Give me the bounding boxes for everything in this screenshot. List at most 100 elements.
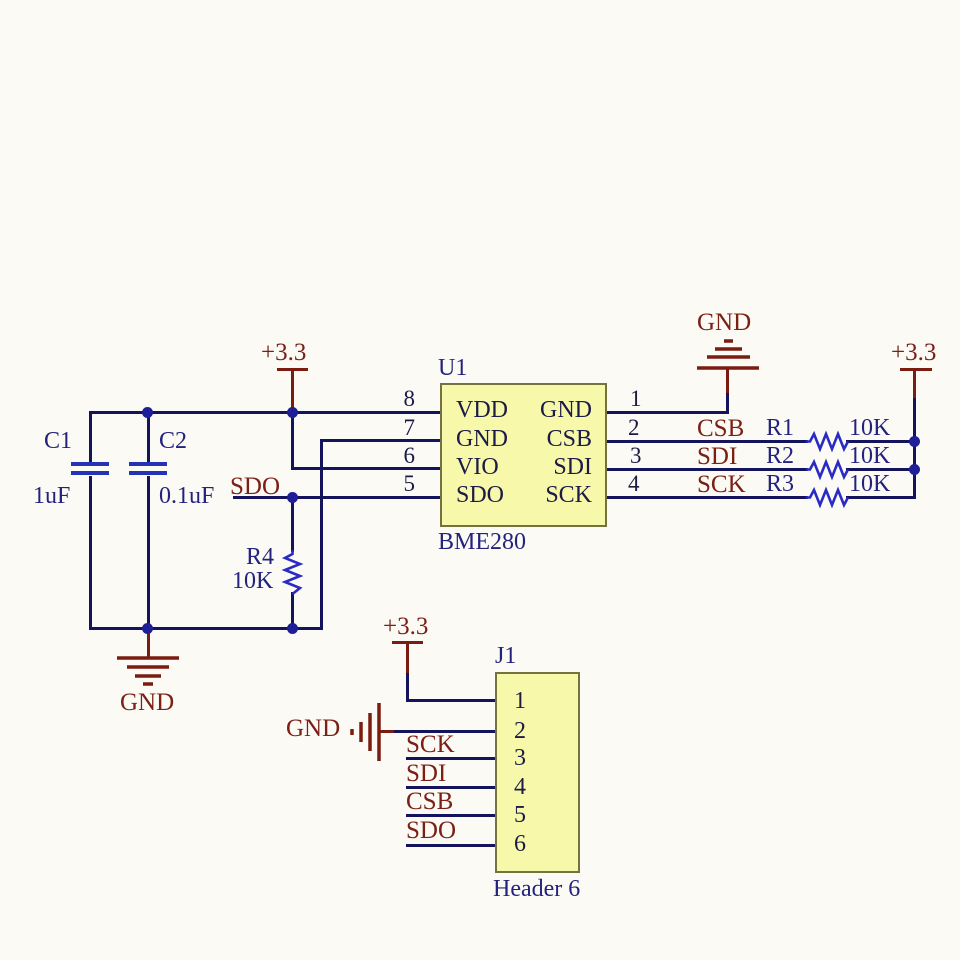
gnd-stem bbox=[147, 629, 150, 658]
j1-pin-number: 6 bbox=[514, 831, 526, 857]
gnd-symbol-icon bbox=[350, 703, 381, 761]
capacitor-icon bbox=[71, 471, 109, 475]
power-3v3-label: +3.3 bbox=[383, 613, 429, 640]
u1-pin-number: 4 bbox=[628, 471, 640, 496]
junction-dot bbox=[909, 436, 920, 447]
power-3v3-stem bbox=[406, 641, 409, 673]
u1-pin-number: 6 bbox=[403, 443, 416, 468]
r1-value: 10K bbox=[849, 415, 891, 441]
gnd-stem bbox=[379, 730, 394, 733]
r3-ref: R3 bbox=[766, 471, 795, 497]
j1-pin-number: 3 bbox=[514, 745, 526, 771]
gnd-label: GND bbox=[697, 309, 752, 336]
wire bbox=[406, 670, 409, 702]
resistor-icon bbox=[281, 550, 304, 596]
c2-value: 0.1uF bbox=[159, 483, 215, 509]
r4-value: 10K bbox=[232, 568, 274, 594]
wire bbox=[607, 411, 729, 414]
c1-ref: C1 bbox=[44, 428, 73, 454]
wire bbox=[406, 757, 496, 760]
wire bbox=[147, 476, 150, 630]
u1-pin-name: CSB bbox=[546, 426, 592, 452]
junction-dot bbox=[909, 464, 920, 475]
j1-ref: J1 bbox=[495, 643, 517, 669]
net-label-sdi: SDI bbox=[697, 443, 738, 470]
u1-pin-name: VDD bbox=[456, 397, 508, 423]
wire bbox=[320, 439, 442, 442]
r2-ref: R2 bbox=[766, 443, 795, 469]
u1-pin-number: 8 bbox=[403, 386, 416, 411]
power-3v3-stem bbox=[291, 368, 294, 414]
wire bbox=[291, 497, 294, 552]
r3-value: 10K bbox=[849, 471, 891, 497]
wire bbox=[406, 786, 496, 789]
resistor-icon bbox=[806, 458, 850, 481]
wire bbox=[291, 411, 294, 470]
net-label-sck: SCK bbox=[406, 731, 455, 758]
resistor-icon bbox=[806, 486, 850, 509]
net-label-sdi: SDI bbox=[406, 760, 447, 787]
wire bbox=[406, 844, 496, 847]
gnd-symbol-icon bbox=[697, 339, 759, 370]
u1-ic-body bbox=[440, 383, 607, 527]
u1-pin-number: 2 bbox=[628, 415, 640, 440]
u1-pin-number: 5 bbox=[403, 471, 416, 496]
wire bbox=[89, 627, 323, 630]
wire bbox=[89, 476, 92, 630]
wire bbox=[406, 814, 496, 817]
net-label-csb: CSB bbox=[697, 415, 745, 442]
j1-pin-number: 5 bbox=[514, 802, 526, 828]
wire bbox=[89, 411, 442, 414]
r1-ref: R1 bbox=[766, 415, 795, 441]
wire bbox=[607, 496, 808, 499]
wire bbox=[320, 439, 323, 630]
wire bbox=[392, 730, 496, 733]
j1-header-body bbox=[495, 672, 580, 873]
wire bbox=[846, 468, 916, 471]
u1-pin-name: SDO bbox=[456, 482, 505, 508]
net-label-sck: SCK bbox=[697, 471, 746, 498]
u1-pin-name: SDI bbox=[553, 454, 592, 480]
gnd-symbol-icon bbox=[117, 656, 179, 686]
junction-dot bbox=[287, 492, 298, 503]
power-3v3-bar bbox=[900, 368, 932, 371]
gnd-stem bbox=[726, 368, 729, 393]
u1-pin-name: SCK bbox=[545, 482, 592, 508]
j1-pin-number: 4 bbox=[514, 774, 526, 800]
wire bbox=[607, 440, 808, 443]
junction-dot bbox=[142, 623, 153, 634]
u1-pin-number: 1 bbox=[630, 386, 642, 411]
wire bbox=[913, 396, 916, 499]
wire bbox=[147, 411, 150, 464]
j1-pin-number: 2 bbox=[514, 718, 526, 744]
wire bbox=[607, 468, 808, 471]
wire bbox=[89, 411, 92, 464]
wire bbox=[846, 496, 916, 499]
wire bbox=[846, 440, 916, 443]
capacitor-icon bbox=[71, 462, 109, 466]
c1-value: 1uF bbox=[33, 483, 71, 509]
wire bbox=[406, 699, 496, 702]
u1-pin-name: GND bbox=[456, 426, 508, 452]
capacitor-icon bbox=[129, 471, 167, 475]
r4-ref: R4 bbox=[246, 544, 275, 570]
power-3v3-label: +3.3 bbox=[891, 339, 937, 366]
j1-pin-number: 1 bbox=[514, 688, 526, 714]
gnd-label: GND bbox=[286, 715, 341, 742]
net-label-sdo: SDO bbox=[230, 473, 281, 500]
power-3v3-stem bbox=[913, 368, 916, 398]
wire bbox=[291, 592, 294, 629]
r2-value: 10K bbox=[849, 443, 891, 469]
junction-dot bbox=[287, 407, 298, 418]
junction-dot bbox=[142, 407, 153, 418]
wire bbox=[291, 467, 442, 470]
net-label-csb: CSB bbox=[406, 788, 454, 815]
c2-ref: C2 bbox=[159, 428, 188, 454]
junction-dot bbox=[287, 623, 298, 634]
wire bbox=[233, 496, 442, 499]
u1-pin-name: GND bbox=[540, 397, 592, 423]
u1-pin-name: VIO bbox=[456, 454, 499, 480]
capacitor-icon bbox=[129, 462, 167, 466]
u1-part: BME280 bbox=[438, 529, 527, 555]
